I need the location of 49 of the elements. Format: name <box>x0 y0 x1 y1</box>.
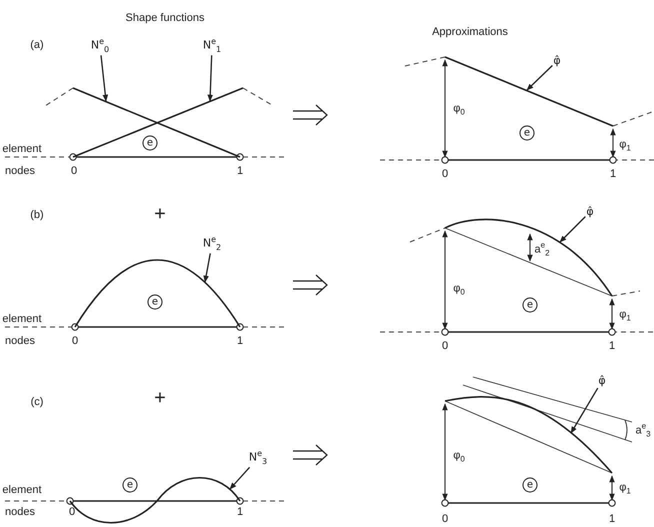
leader-line <box>207 55 214 102</box>
label: (a) <box>30 38 44 52</box>
label: element <box>2 484 42 496</box>
label: φ$_{0}$ <box>453 102 465 118</box>
label: φ$_{0}$ <box>453 450 465 464</box>
curve-label: φ̂ <box>585 204 595 220</box>
label: element <box>2 142 42 156</box>
leader-line <box>230 466 250 490</box>
label: 0 <box>442 512 448 526</box>
label: φ$_{0}$ <box>453 282 465 298</box>
label: (b) <box>30 208 44 222</box>
label: 0 <box>442 168 448 180</box>
label: 1 <box>608 512 616 526</box>
label: 1 <box>608 340 616 352</box>
leader-line <box>570 388 598 434</box>
element-symbol: e <box>522 478 538 492</box>
approximation-curve <box>444 56 614 127</box>
label: 0 <box>442 340 448 352</box>
leader-line <box>203 253 211 283</box>
shape-function-curve <box>69 476 241 524</box>
label: 1 <box>236 334 244 348</box>
label: φ$_{1}$ <box>619 482 631 496</box>
label: 0 <box>68 506 76 518</box>
column-heading: Approximations <box>432 26 508 38</box>
leader-line <box>526 65 553 90</box>
label: + <box>154 203 166 225</box>
curve-label: φ̂ <box>597 374 607 388</box>
label: (c) <box>30 396 44 408</box>
approximation-curve <box>444 218 613 296</box>
approximation-curve <box>444 396 613 474</box>
label: 1 <box>610 168 616 180</box>
leader-line <box>560 216 586 242</box>
label: element <box>2 312 42 326</box>
label: nodes <box>5 506 35 518</box>
curve-label: φ̂ <box>552 54 562 68</box>
element-symbol: e <box>522 298 538 312</box>
label: φ$_{1}$ <box>619 308 631 324</box>
leader-line <box>100 55 108 102</box>
label: 1 <box>236 164 244 178</box>
label: φ$_{1}$ <box>619 138 631 154</box>
label: nodes <box>5 334 35 348</box>
shape-function-curve <box>74 259 241 328</box>
label: + <box>154 387 166 409</box>
label: 0 <box>72 334 78 348</box>
element-symbol: e <box>520 126 534 140</box>
label: 0 <box>70 164 78 178</box>
column-heading: Shape functions <box>126 12 204 24</box>
label: nodes <box>5 164 35 178</box>
label: 1 <box>236 506 244 518</box>
